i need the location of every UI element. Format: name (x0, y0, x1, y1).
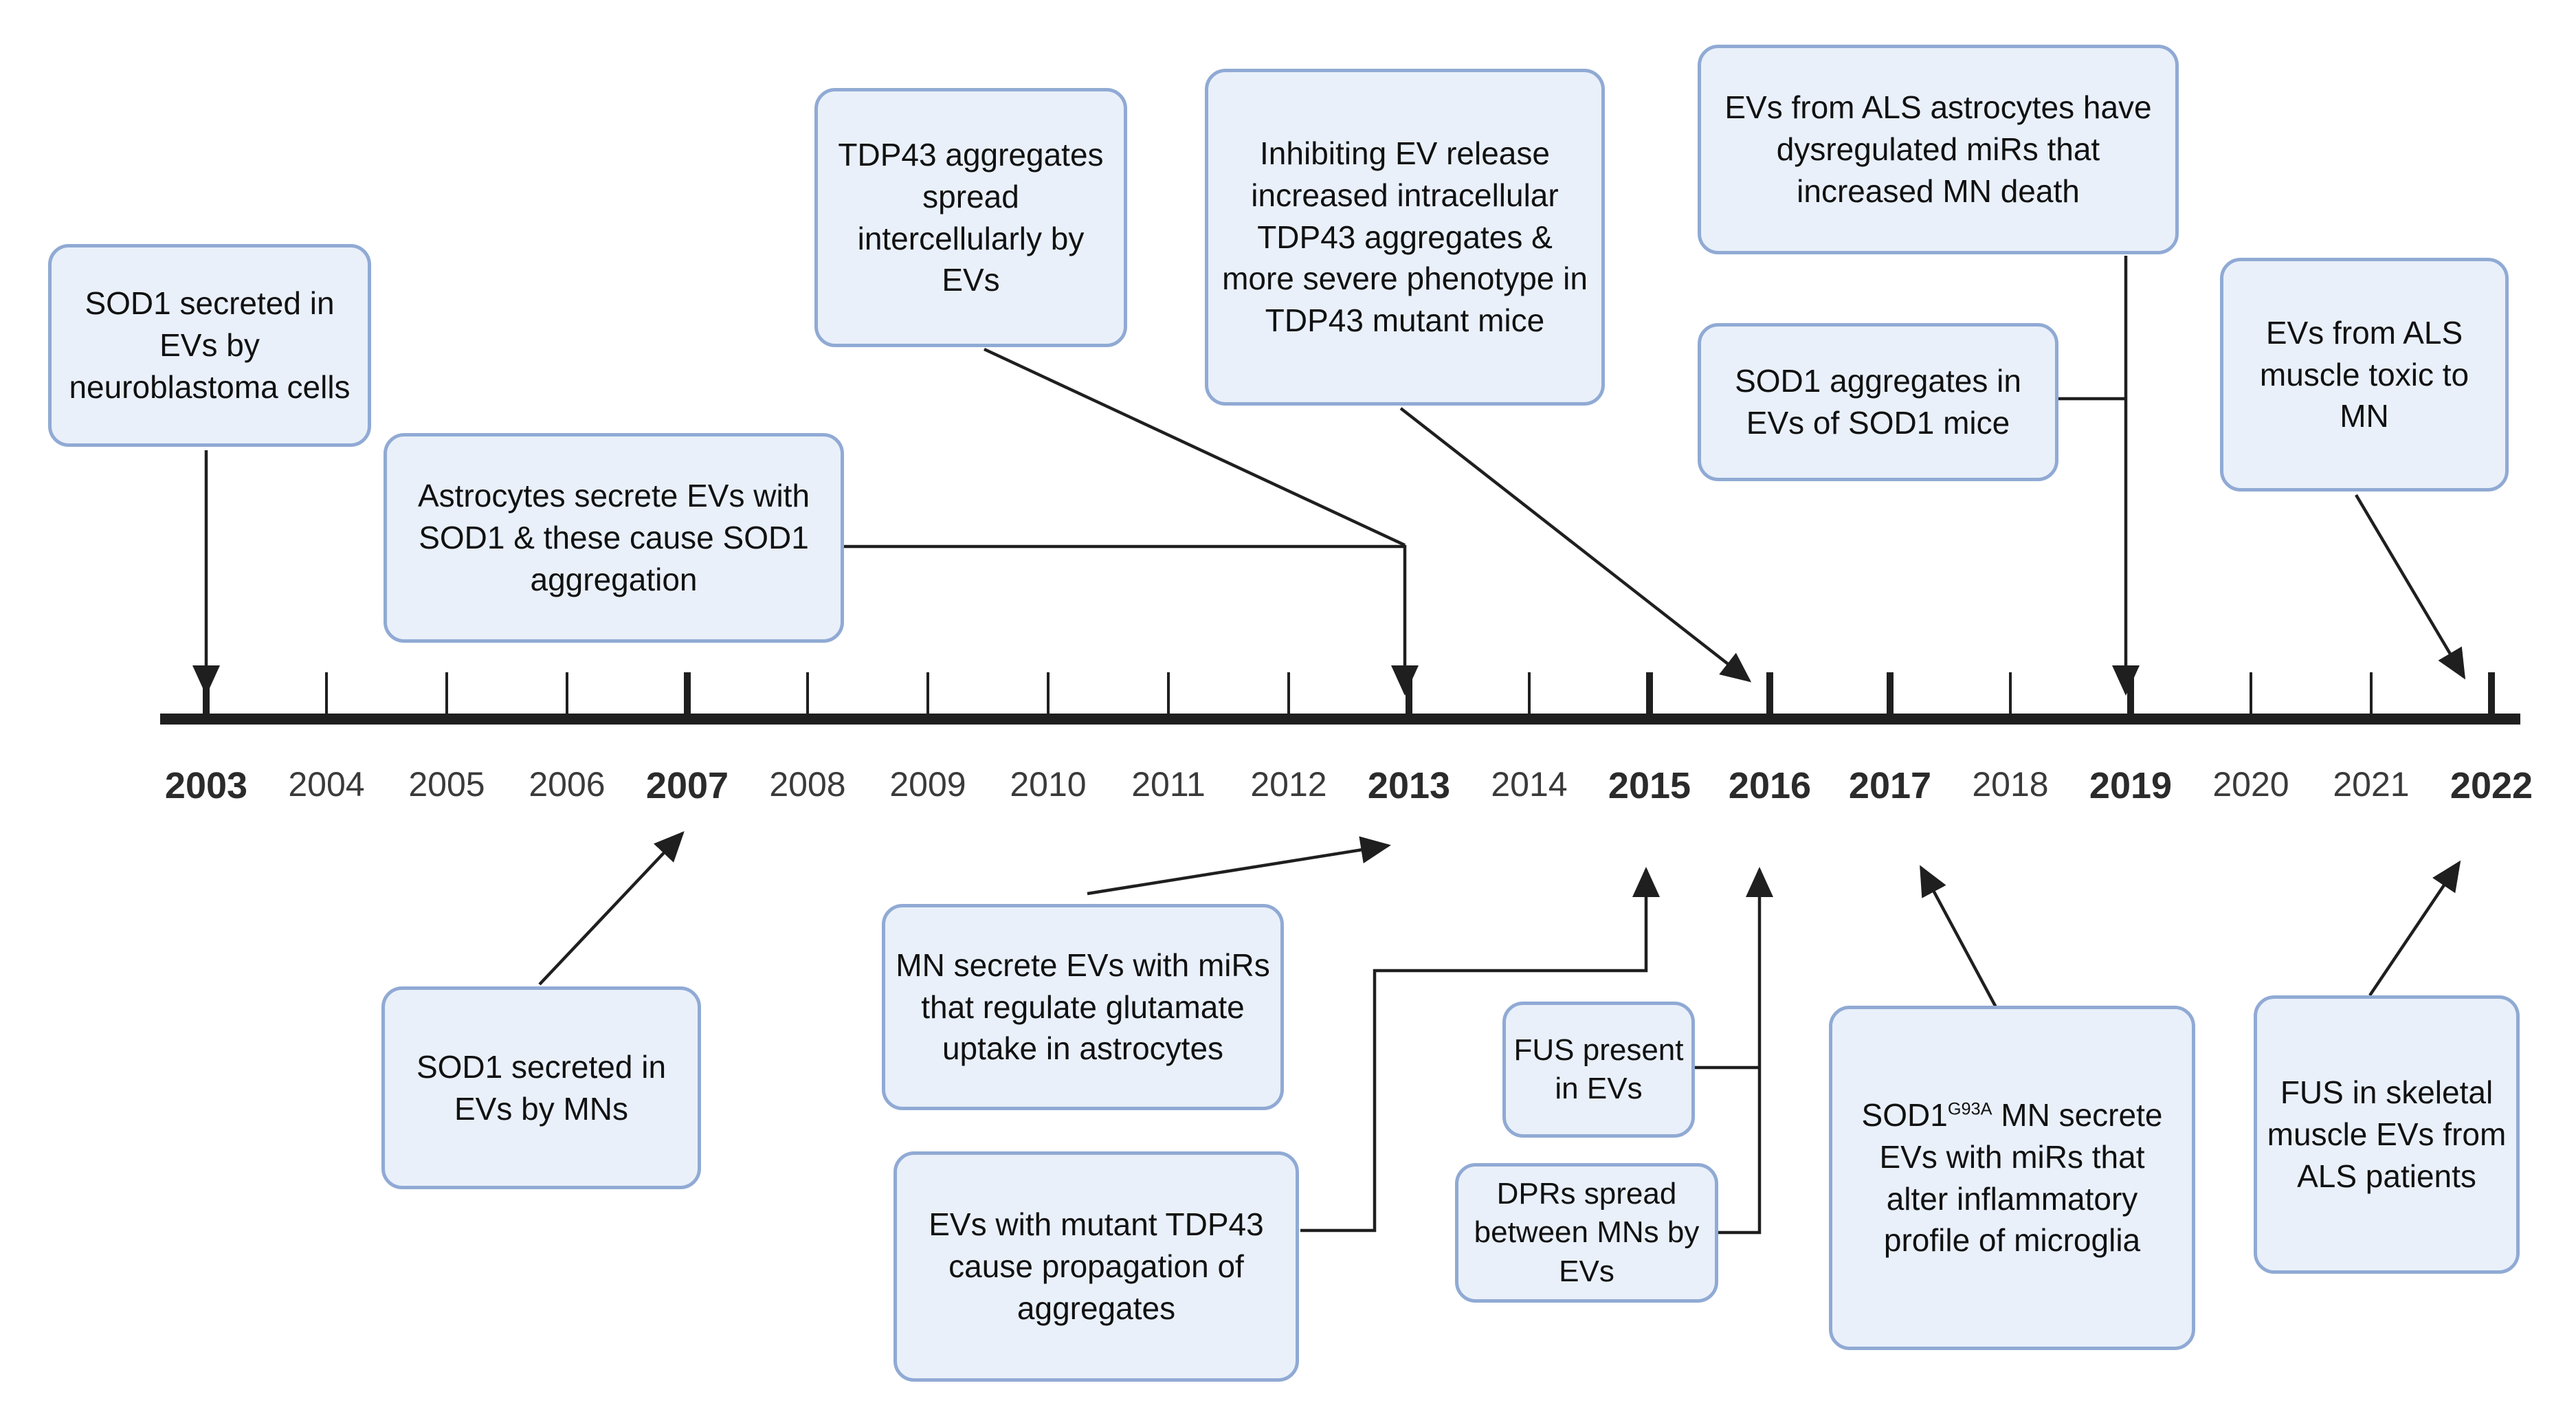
year-label-2009: 2009 (889, 765, 966, 804)
arrow-inhibiting-to-2016 (1399, 407, 1752, 683)
event-text: FUS present in EVs (1513, 1032, 1684, 1105)
event-box-2019-als-astrocyte-mirs: EVs from ALS astrocytes have dysregulate… (1698, 45, 2179, 254)
year-label-2003: 2003 (164, 765, 248, 806)
event-text: Inhibiting EV release increased intracel… (1222, 135, 1588, 339)
event-text: EVs from ALS muscle toxic to MN (2259, 314, 2469, 434)
arrow-fus-muscle-to-2022 (2368, 860, 2461, 997)
year-label-2010: 2010 (1010, 765, 1087, 804)
year-label-2012: 2012 (1250, 765, 1327, 804)
year-label-2006: 2006 (529, 765, 606, 804)
arrow-dprs-fus-to-2016 (1718, 867, 1773, 1235)
event-text: Astrocytes secrete EVs with SOD1 & these… (417, 478, 810, 597)
event-box-2022-fus-skeletal-muscle: FUS in skeletal muscle EVs from ALS pati… (2254, 995, 2520, 1274)
event-text: FUS in skeletal muscle EVs from ALS pati… (2267, 1074, 2507, 1194)
event-text-pre: SOD1 (1861, 1097, 1948, 1134)
event-text: SOD1 secreted in EVs by MNs (416, 1048, 667, 1127)
event-box-2016-fus-present: FUS present in EVs (1502, 1002, 1695, 1138)
year-label-2007: 2007 (645, 765, 729, 806)
event-box-2016-dprs-spread: DPRs spread between MNs by EVs (1455, 1163, 1718, 1303)
event-box-2019-sod1-aggregates-mice: SOD1 aggregates in EVs of SOD1 mice (1698, 323, 2058, 481)
timeline-axis (160, 672, 2520, 725)
event-text: EVs with mutant TDP43 cause propagation … (929, 1206, 1264, 1326)
year-label-2004: 2004 (288, 765, 365, 804)
year-label-2013: 2013 (1367, 765, 1451, 806)
arrow-g93a-to-2017 (1920, 865, 2003, 1019)
event-text: EVs from ALS astrocytes have dysregulate… (1724, 89, 2152, 209)
year-label-2008: 2008 (769, 765, 846, 804)
year-label-2022: 2022 (2450, 765, 2533, 806)
arrow-astrocytes-to-2013 (844, 544, 1419, 696)
event-box-2016-inhibiting-ev-release: Inhibiting EV release increased intracel… (1205, 69, 1605, 406)
year-label-2005: 2005 (408, 765, 485, 804)
event-box-2015-mutant-tdp43-propagation: EVs with mutant TDP43 cause propagation … (893, 1151, 1299, 1382)
year-label-2021: 2021 (2333, 765, 2410, 804)
event-box-2022-muscle-ev-toxic: EVs from ALS muscle toxic to MN (2220, 258, 2509, 491)
event-text-post: MN secrete EVs with miRs that alter infl… (1879, 1097, 2163, 1259)
event-text: SOD1G93A MN secrete EVs with miRs that a… (1845, 1094, 2179, 1261)
year-label-2019: 2019 (2089, 765, 2173, 806)
year-label-2016: 2016 (1728, 765, 1812, 806)
event-text: MN secrete EVs with miRs that regulate g… (896, 947, 1270, 1067)
connectors (192, 256, 2466, 1235)
event-text-superscript: G93A (1947, 1099, 1992, 1119)
event-text: SOD1 secreted in EVs by neuroblastoma ce… (69, 285, 351, 405)
event-box-2017-sod1-g93a-microglia: SOD1G93A MN secrete EVs with miRs that a… (1829, 1006, 2195, 1350)
event-text: DPRs spread between MNs by EVs (1474, 1177, 1700, 1288)
arrow-tdp43-prop-to-2015 (1300, 867, 1660, 1233)
year-label-2015: 2015 (1608, 765, 1691, 806)
event-box-2007-sod1-mns: SOD1 secreted in EVs by MNs (381, 986, 701, 1189)
arrow-muscle-to-2022 (2355, 494, 2466, 680)
event-box-2003-sod1-neuroblastoma: SOD1 secreted in EVs by neuroblastoma ce… (48, 244, 371, 447)
event-text: TDP43 aggregates spread intercellularly … (838, 137, 1104, 298)
year-label-2017: 2017 (1848, 765, 1932, 806)
arrow-mn-mirs-to-2013 (1087, 836, 1391, 896)
event-box-2013-mn-mirs-glutamate: MN secrete EVs with miRs that regulate g… (882, 904, 1284, 1110)
year-label-2020: 2020 (2212, 765, 2289, 804)
event-text: SOD1 aggregates in EVs of SOD1 mice (1735, 363, 2021, 441)
year-label-2014: 2014 (1491, 765, 1568, 804)
line-tdp43-spread-junction (984, 347, 1406, 547)
event-box-2013-tdp43-spread: TDP43 aggregates spread intercellularly … (814, 88, 1127, 347)
event-box-2013-astrocytes-sod1: Astrocytes secrete EVs with SOD1 & these… (384, 433, 844, 643)
year-label-2011: 2011 (1131, 765, 1206, 804)
arrow-mns-to-2007 (538, 831, 685, 986)
year-label-2018: 2018 (1972, 765, 2049, 804)
